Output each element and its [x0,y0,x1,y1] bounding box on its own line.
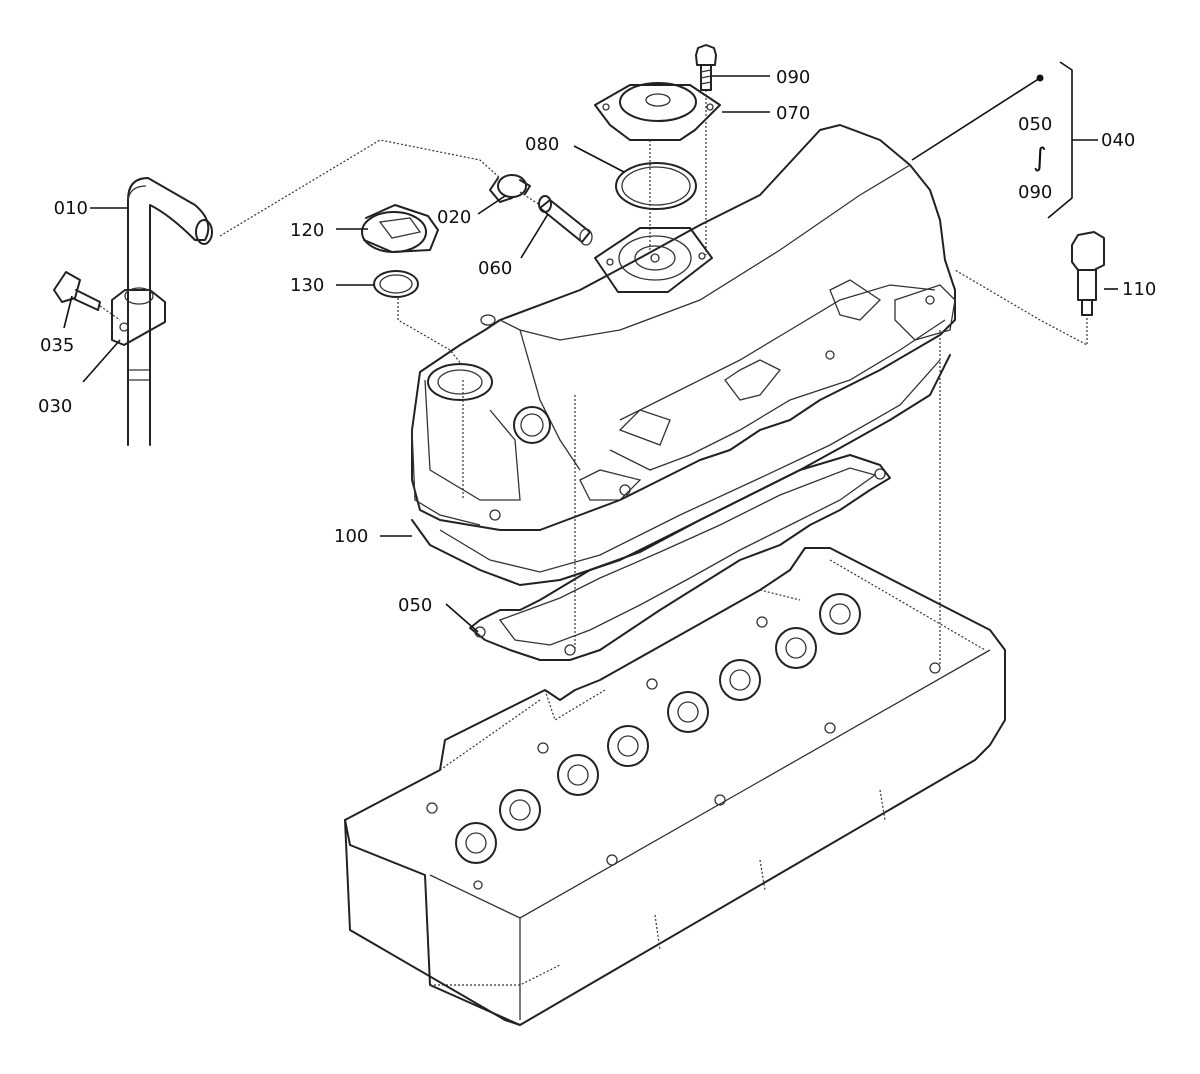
label-080: 080 [525,134,559,155]
hose-clamp [489,174,531,203]
label-050: 050 [398,595,432,616]
label-090-range-end: 090 [1018,182,1052,203]
head-cover-gasket [469,454,891,661]
leader-lines [63,61,1118,633]
range-symbol: ∫ [1033,143,1047,173]
cylinder-head-cover [411,124,956,586]
breather-pipe-assembly [53,177,213,446]
label-100: 100 [334,526,368,547]
label-120: 120 [290,220,324,241]
label-130: 130 [290,275,324,296]
label-050-range-start: 050 [1018,114,1052,135]
label-020: 020 [437,207,471,228]
range-bracket [1047,61,1073,219]
label-070: 070 [776,103,810,124]
label-060: 060 [478,258,512,279]
label-110: 110 [1122,279,1156,300]
label-030: 030 [38,396,72,417]
cylinder-head [344,547,1006,1026]
oil-filler-cap [361,204,463,366]
label-010: 010 [54,198,88,219]
label-035: 035 [40,335,74,356]
label-040: 040 [1101,130,1135,151]
breather-tube [538,195,593,246]
valve-seat-row [455,593,861,864]
label-090: 090 [776,67,810,88]
part-labels: 010 020 030 035 040 050 ∫ 090 050 060 07… [38,67,1156,616]
oil-pressure-switch [954,231,1105,346]
breather-cover-assembly [594,44,721,293]
